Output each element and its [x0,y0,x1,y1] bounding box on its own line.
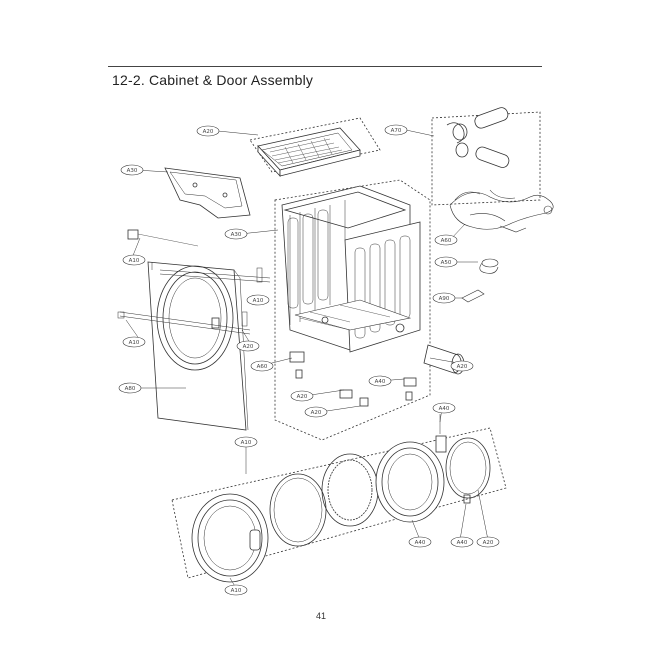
callout-q: A20 [304,406,328,418]
callout-c-label: A30 [127,168,138,174]
callout-a: A20 [196,125,220,137]
callout-n: A80 [118,382,142,394]
header-rule [108,66,542,67]
callout-u: A40 [450,536,474,548]
door-parts [191,414,491,583]
wire-harness [449,189,554,303]
callout-p: A20 [290,390,314,402]
callout-a-label: A20 [203,129,214,135]
top-parts-group-box [249,117,381,173]
callout-r-label: A40 [439,406,450,412]
callout-j: A10 [122,336,146,348]
cabinet-body [281,185,421,353]
top-filter-cover [257,127,361,178]
callout-p-label: A20 [297,394,308,400]
page-title: 12-2. Cabinet & Door Assembly [112,72,314,88]
callout-w-label: A10 [231,588,242,594]
callout-n-label: A80 [125,386,136,392]
cabinet-group-box [274,179,431,441]
callout-v: A20 [476,536,500,548]
callout-b-label: A70 [391,128,402,134]
callout-r: A40 [432,402,456,414]
front-panel [147,261,249,431]
mount-rods [117,267,271,335]
callout-s: A10 [234,436,258,448]
callout-i: A10 [246,294,270,306]
hose-parts [446,107,510,168]
callout-m: A20 [450,360,474,372]
callout-f: A60 [434,234,458,246]
callout-e-label: A10 [129,258,140,264]
callout-u-label: A40 [457,540,468,546]
callout-b: A70 [384,124,408,136]
callout-l: A60 [250,360,274,372]
callout-h: A90 [432,292,456,304]
callout-j-label: A10 [129,340,140,346]
callout-f-label: A60 [441,238,452,244]
callout-g-label: A50 [441,260,452,266]
small-clip [127,229,139,240]
door-group-box [171,427,507,579]
callout-s-label: A10 [241,440,252,446]
callout-m-label: A20 [457,364,468,370]
callout-t: A40 [408,536,432,548]
callout-o: A40 [368,375,392,387]
callout-k-label: A20 [243,344,254,350]
callout-d: A30 [224,228,248,240]
callout-labels: A20 A70 A30 A30 A10 A60 A50 A90 A10 A10 … [118,124,500,596]
callout-o-label: A40 [375,379,386,385]
callout-k: A20 [236,340,260,352]
callout-e: A10 [122,254,146,266]
callout-h-label: A90 [439,296,450,302]
callout-g: A50 [434,256,458,268]
callout-w: A10 [224,584,248,596]
callout-v-label: A20 [483,540,494,546]
callout-t-label: A40 [415,540,426,546]
control-bracket [164,167,251,219]
callout-i-label: A10 [253,298,264,304]
callout-c: A30 [120,164,144,176]
callout-l-label: A60 [257,364,268,370]
callout-d-label: A30 [231,232,242,238]
cabinet-feet [289,351,417,407]
page-number: 41 [316,611,327,621]
callout-q-label: A20 [311,410,322,416]
